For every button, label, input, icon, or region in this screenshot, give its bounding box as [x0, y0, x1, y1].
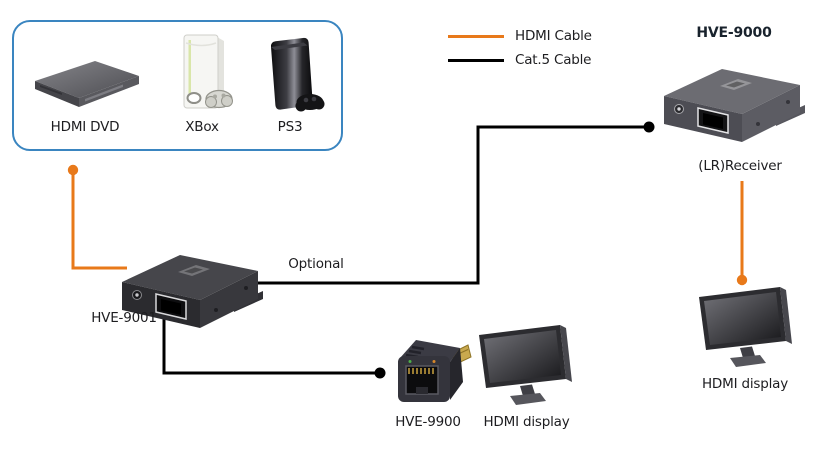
- legend-label: HDMI Cable: [515, 28, 592, 44]
- hdmi-cable-right: [736, 181, 748, 286]
- legend-item-hdmi: HDMI Cable: [448, 26, 592, 46]
- hdmi-display-bottom-image: [478, 324, 573, 413]
- hve-9900-image: [392, 330, 474, 414]
- hdmi-cable-left: [67, 164, 127, 270]
- cable-endpoint-dot: [736, 274, 748, 286]
- hve-9001-label: HVE-9001: [91, 310, 157, 326]
- hve-9000-title: HVE-9000: [696, 25, 772, 41]
- xbox-image: [172, 30, 234, 119]
- hdmi-cable-swatch: [448, 34, 504, 38]
- receiver-label: (LR)Receiver: [698, 158, 782, 174]
- cable-endpoint-dot: [643, 121, 655, 133]
- cat5-cable-adapter: [162, 318, 386, 379]
- hve-9001-image: [116, 238, 266, 337]
- optional-label: Optional: [288, 256, 344, 272]
- xbox-label: XBox: [185, 119, 219, 135]
- hdmi-display-right-image: [698, 286, 793, 375]
- hdmi-display-bottom-label: HDMI display: [483, 414, 570, 430]
- cable-endpoint-dot: [374, 367, 386, 379]
- cable-endpoint-dot: [67, 164, 79, 176]
- xbox-controller: [205, 89, 233, 109]
- hdmi-dvd-label: HDMI DVD: [50, 119, 120, 135]
- cable-legend: HDMI Cable Cat.5 Cable: [448, 26, 592, 74]
- ps3-label: PS3: [277, 119, 303, 135]
- hdmi-dvd-image: [22, 58, 147, 117]
- hdmi-display-right-label: HDMI display: [701, 376, 788, 392]
- hve-9000-image: [658, 52, 808, 151]
- hve-9900-label: HVE-9900: [395, 414, 461, 430]
- legend-item-cat5: Cat.5 Cable: [448, 50, 592, 70]
- ps3-image: [260, 36, 328, 122]
- legend-label: Cat.5 Cable: [515, 52, 592, 68]
- cat5-cable-main: [244, 121, 655, 285]
- cat5-cable-swatch: [448, 58, 504, 62]
- ps3-controller: [295, 94, 325, 112]
